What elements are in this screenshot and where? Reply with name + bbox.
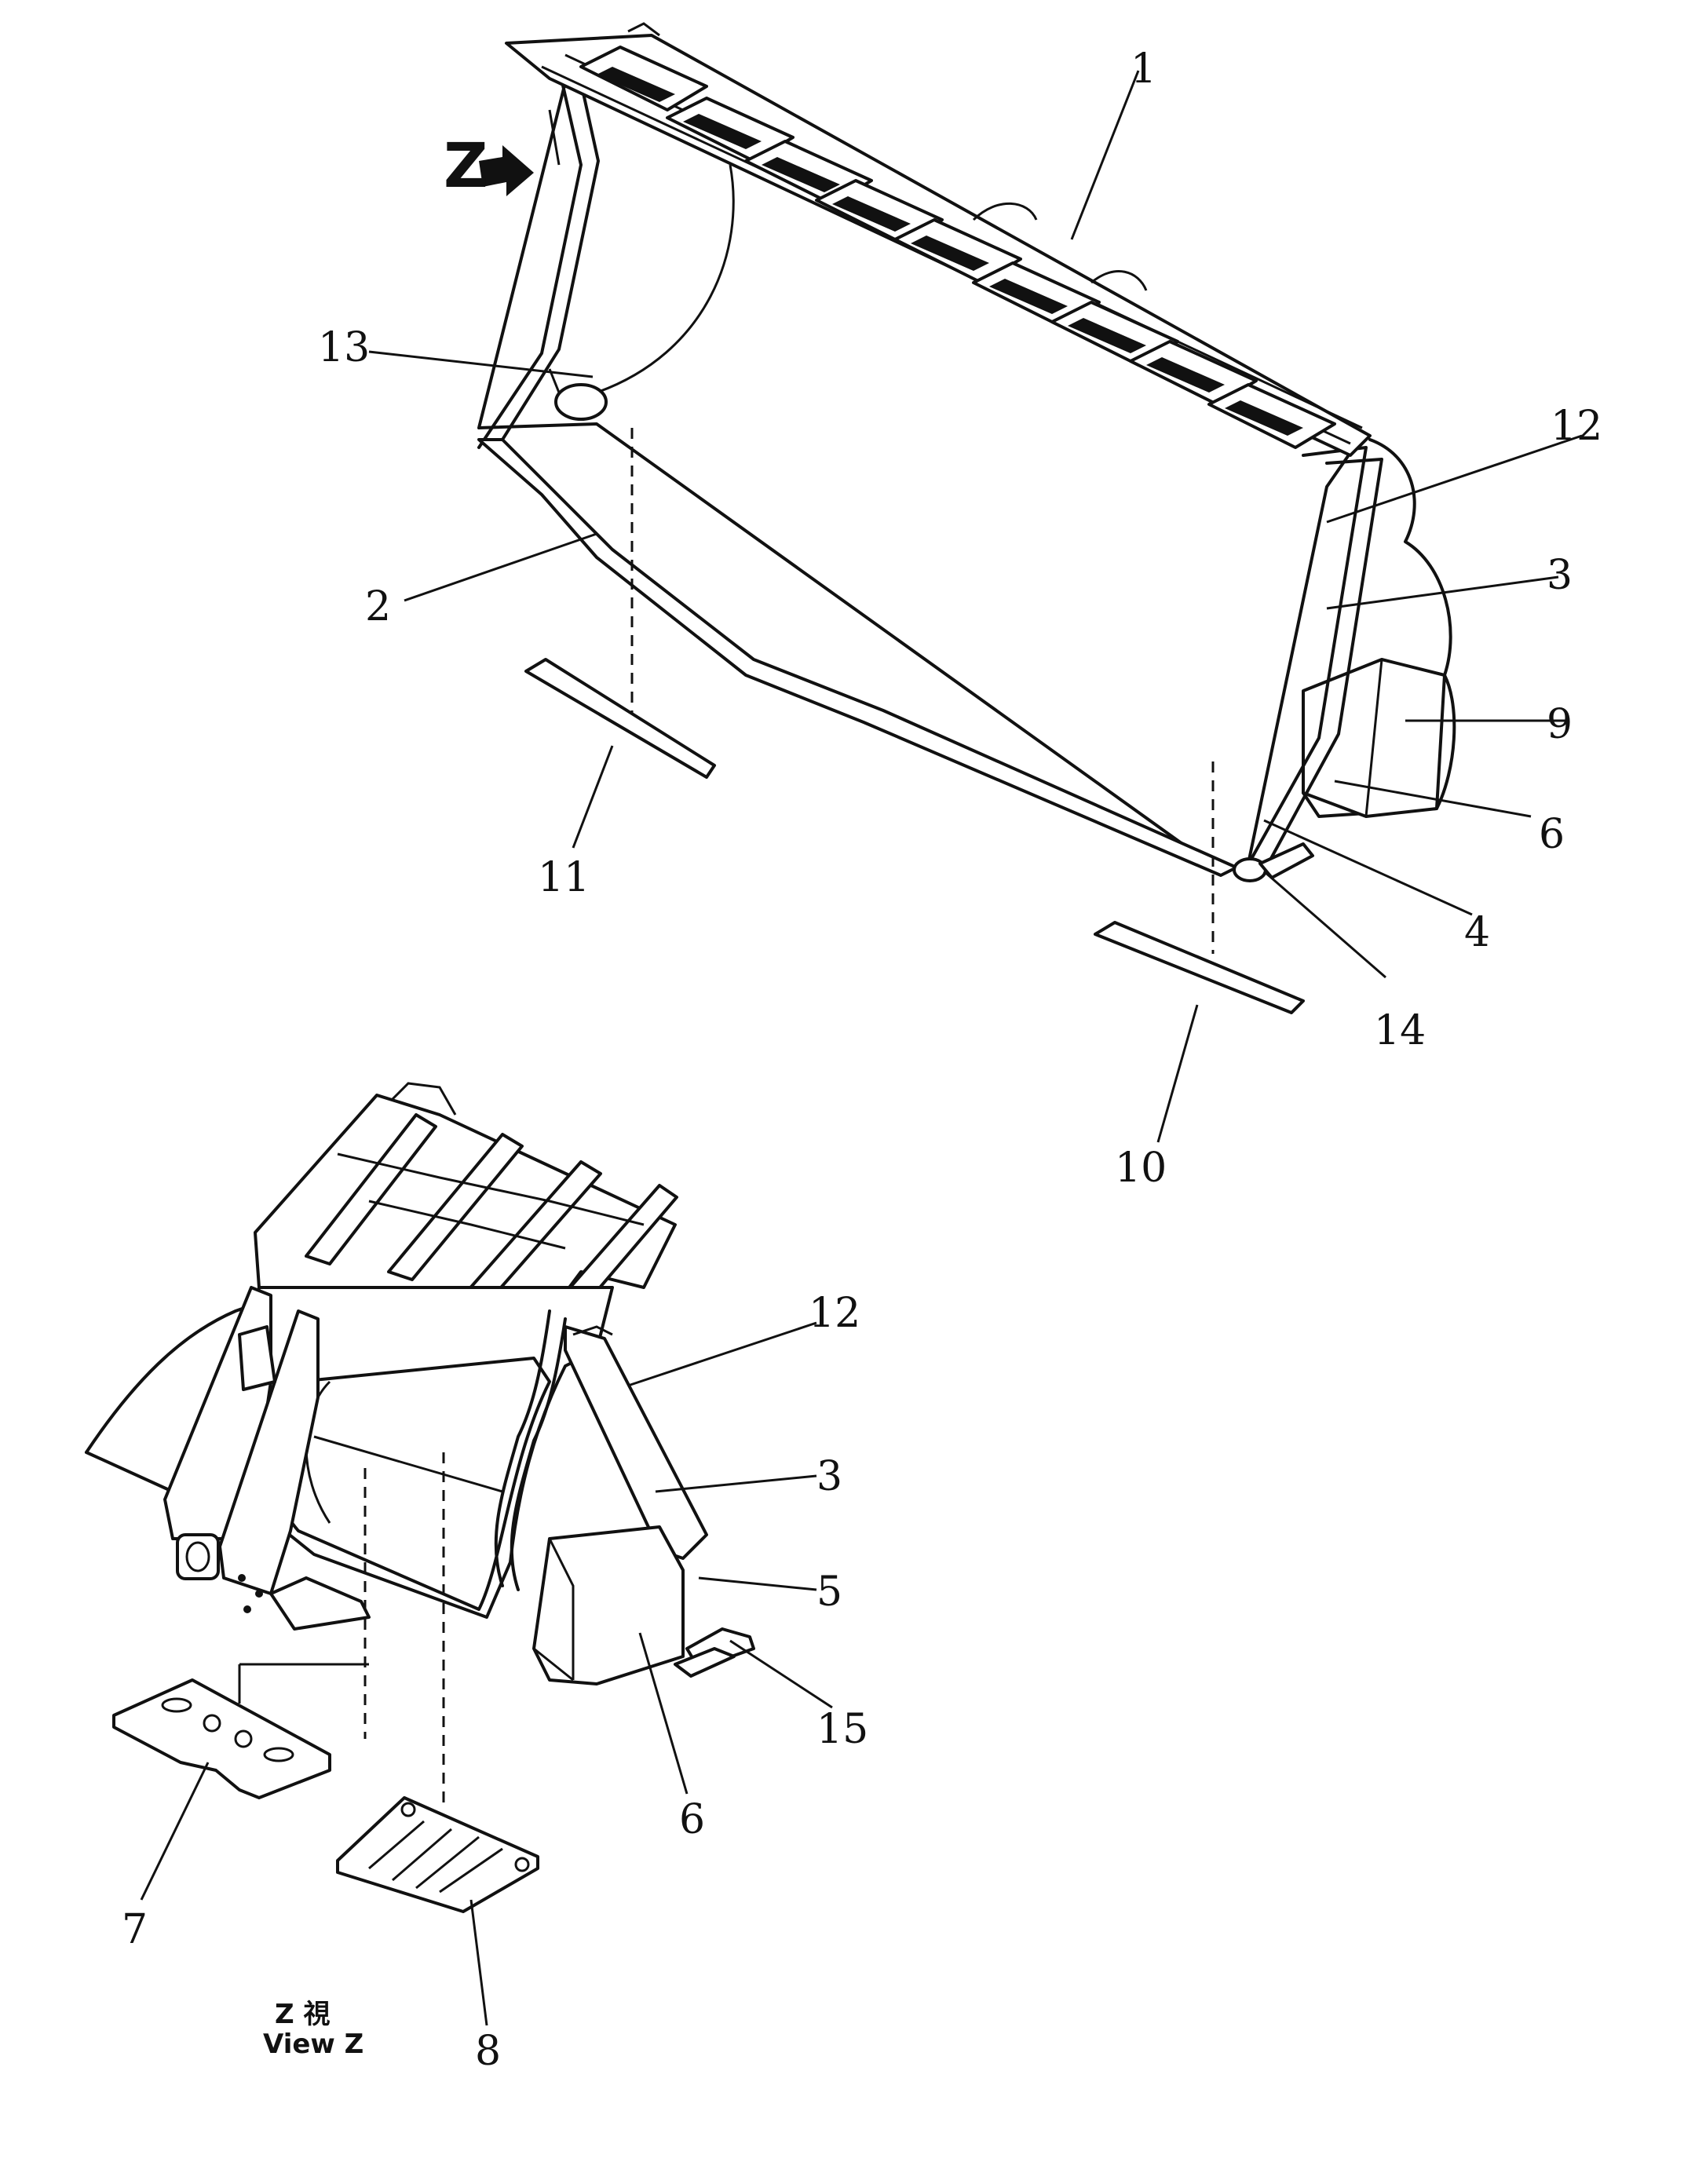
plate-7	[112, 1678, 331, 1799]
callout-13: 13	[318, 324, 370, 371]
callout-view-12: 12	[809, 1290, 860, 1337]
view-z-caption: Z 視 View Z	[263, 1999, 363, 2060]
callout-11: 11	[538, 854, 590, 901]
lower-leaders	[140, 1321, 833, 2026]
side-strip	[564, 1325, 708, 1560]
callout-3: 3	[1547, 552, 1573, 599]
wedge-plate-10	[1094, 921, 1305, 1014]
caption-line-2: View Z	[263, 2029, 363, 2060]
wedge-plate-11	[524, 658, 716, 779]
callout-view-8: 8	[475, 2028, 501, 2075]
bucket-main-view: Z	[444, 22, 1456, 1014]
bucket-curve	[596, 164, 735, 394]
callout-view-7: 7	[122, 1906, 148, 1953]
callout-14: 14	[1374, 1007, 1426, 1054]
callout-4: 4	[1464, 909, 1490, 956]
callout-12: 12	[1551, 403, 1602, 450]
left-side-edge	[477, 77, 583, 449]
callout-9: 9	[1547, 701, 1573, 748]
view-z-letter: Z	[444, 131, 488, 202]
callout-1: 1	[1131, 46, 1156, 93]
bucket-view-z	[85, 1082, 755, 1913]
view-z-side-block	[532, 1525, 685, 1685]
callout-view-3: 3	[816, 1453, 842, 1500]
callout-view-6: 6	[679, 1796, 705, 1843]
view-z-arrow	[479, 145, 534, 196]
caption-line-1: Z 視	[275, 1999, 331, 2030]
top-ribs	[579, 46, 1336, 449]
plate-8	[336, 1796, 539, 1913]
callout-view-15: 15	[816, 1706, 868, 1753]
callout-labels: 1 13 12 2 3 9 6 4 14 11 10 12 3 5 15 6 7…	[122, 46, 1602, 2075]
upper-leaders	[368, 70, 1583, 1143]
callout-10: 10	[1115, 1145, 1167, 1192]
callout-2: 2	[365, 583, 391, 630]
bucket-side-plate	[1302, 438, 1456, 818]
right-side-edge	[1243, 446, 1368, 873]
callout-view-5: 5	[816, 1569, 842, 1616]
callout-6: 6	[1539, 811, 1565, 858]
